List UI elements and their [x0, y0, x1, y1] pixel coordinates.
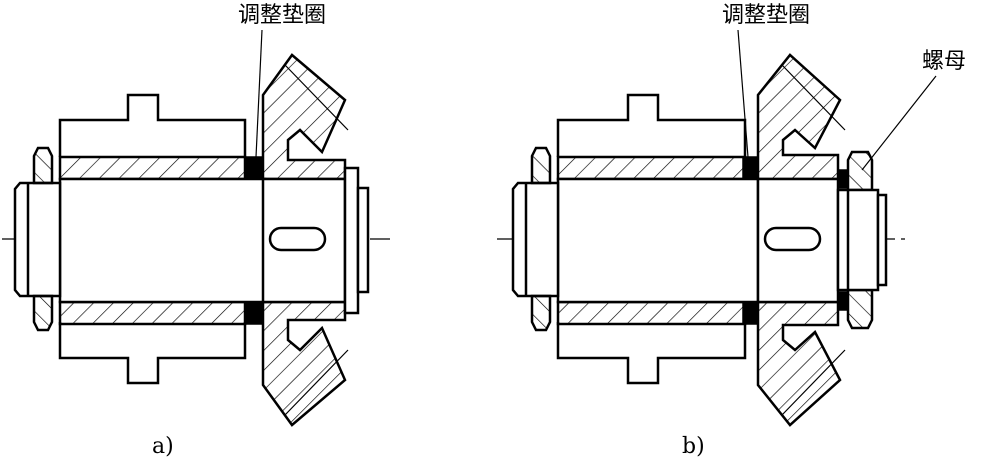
shaft-tip-a	[356, 186, 370, 294]
shaft-head-b	[511, 181, 560, 298]
caption-a: a)	[152, 434, 174, 459]
washer-label-b: 调整垫圈	[722, 3, 810, 28]
nut-washer-bottom-b	[837, 291, 849, 311]
shaft-head-a	[13, 181, 62, 298]
bevel-gear-top-b	[756, 53, 842, 181]
collar-top-b	[530, 146, 552, 185]
collar-bottom-b	[530, 294, 552, 332]
bevel-gear-top-a	[261, 53, 347, 181]
shaft-end-a	[343, 166, 360, 315]
adjust-washer-top-a	[244, 156, 264, 180]
collar-bottom-a	[32, 294, 54, 332]
shaft-end-b	[836, 188, 880, 292]
housing-b	[556, 93, 747, 385]
nut-washer-top-b	[837, 169, 849, 189]
bushing-top-a	[58, 155, 247, 181]
keyway-slot-a	[268, 226, 327, 252]
nut-label-b: 螺母	[922, 49, 966, 74]
nut-leader-b	[861, 75, 937, 171]
shaft-b	[556, 177, 760, 304]
caption-b: b)	[682, 434, 705, 459]
shaft-a	[58, 177, 267, 304]
adjust-washer-top-b	[742, 156, 759, 180]
bushing-bottom-b	[556, 300, 747, 326]
adjust-washer-bottom-a	[244, 301, 264, 325]
washer-leader-a	[255, 29, 263, 158]
gear-hub-a	[261, 177, 347, 304]
bevel-gear-bottom-a	[261, 300, 347, 427]
nut-top-b	[846, 150, 874, 192]
gear-hub-b	[756, 177, 840, 304]
shaft-tip-b	[876, 193, 888, 287]
collar-top-a	[32, 146, 54, 185]
figure-b: 调整垫圈 螺母 b)	[497, 3, 966, 459]
figure-a: 调整垫圈 a)	[2, 3, 390, 459]
bushing-top-b	[556, 155, 747, 181]
keyway-slot-b	[763, 226, 822, 252]
adjust-washer-bottom-b	[742, 301, 759, 325]
washer-leader-b	[737, 29, 749, 158]
bevel-gear-bottom-b	[756, 300, 842, 427]
housing-a	[58, 93, 247, 385]
nut-bottom-b	[846, 288, 874, 330]
bushing-bottom-a	[58, 300, 247, 326]
washer-label-a: 调整垫圈	[238, 3, 326, 28]
